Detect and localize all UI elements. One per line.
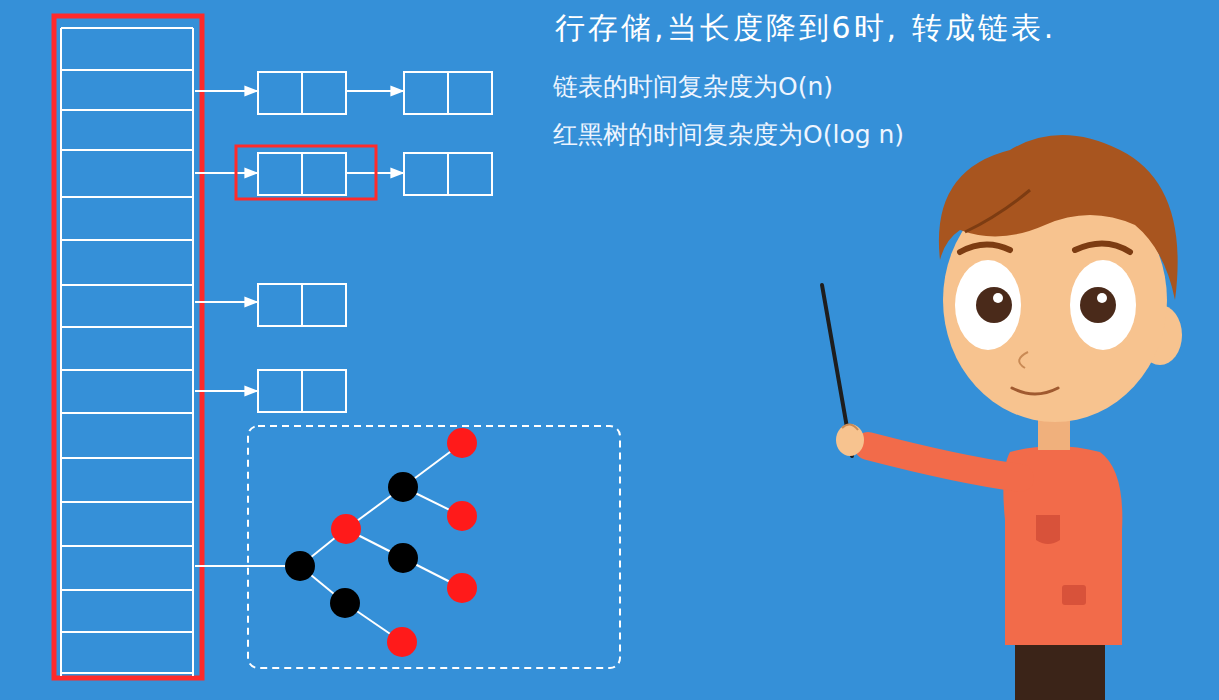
entry-highlight [236,146,376,199]
list-entry [258,370,346,412]
tree-node [331,514,361,544]
cartoon-teacher [822,135,1182,700]
note-heading: 行存储,当长度降到6时, 转成链表. [555,8,1056,49]
pointer-arrow [195,301,257,303]
tree-node [388,543,418,573]
list-entry [258,284,346,326]
bucket-line [61,149,193,151]
pointer-arrow [195,390,257,392]
linked-lists [195,72,492,412]
bucket-line [61,326,193,328]
tree-node [447,573,477,603]
tree-node [388,472,418,502]
bucket-line [61,284,193,286]
bucket-line [61,109,193,111]
list-entry [404,72,492,114]
bucket-line [61,589,193,591]
pointer-arrow [195,90,257,92]
list-entry [404,153,492,195]
list-entry [258,153,346,195]
bucket-line [61,69,193,71]
tree-node [387,627,417,657]
bucket-array [54,16,202,678]
bucket-line [61,239,193,241]
array-highlight [54,16,202,678]
bucket-line [61,412,193,414]
pointer-arrow [346,90,403,92]
complexity-note: 红黑树的时间复杂度为O(log n) [553,118,904,151]
bucket-line [61,501,193,503]
list-entry [258,72,346,114]
bucket-line [61,545,193,547]
pointer-arrow [195,172,257,174]
red-black-tree [195,426,620,668]
bucket-line [61,369,193,371]
complexity-note: 链表的时间复杂度为O(n) [553,70,833,103]
tree-node [447,428,477,458]
tree-frame [248,426,620,668]
tree-node [447,501,477,531]
tree-node [285,551,315,581]
bucket-line [61,457,193,459]
bucket-line [61,27,193,29]
bucket-line [61,672,193,674]
bucket-line [61,196,193,198]
tree-node [330,588,360,618]
bucket-line [61,631,193,633]
